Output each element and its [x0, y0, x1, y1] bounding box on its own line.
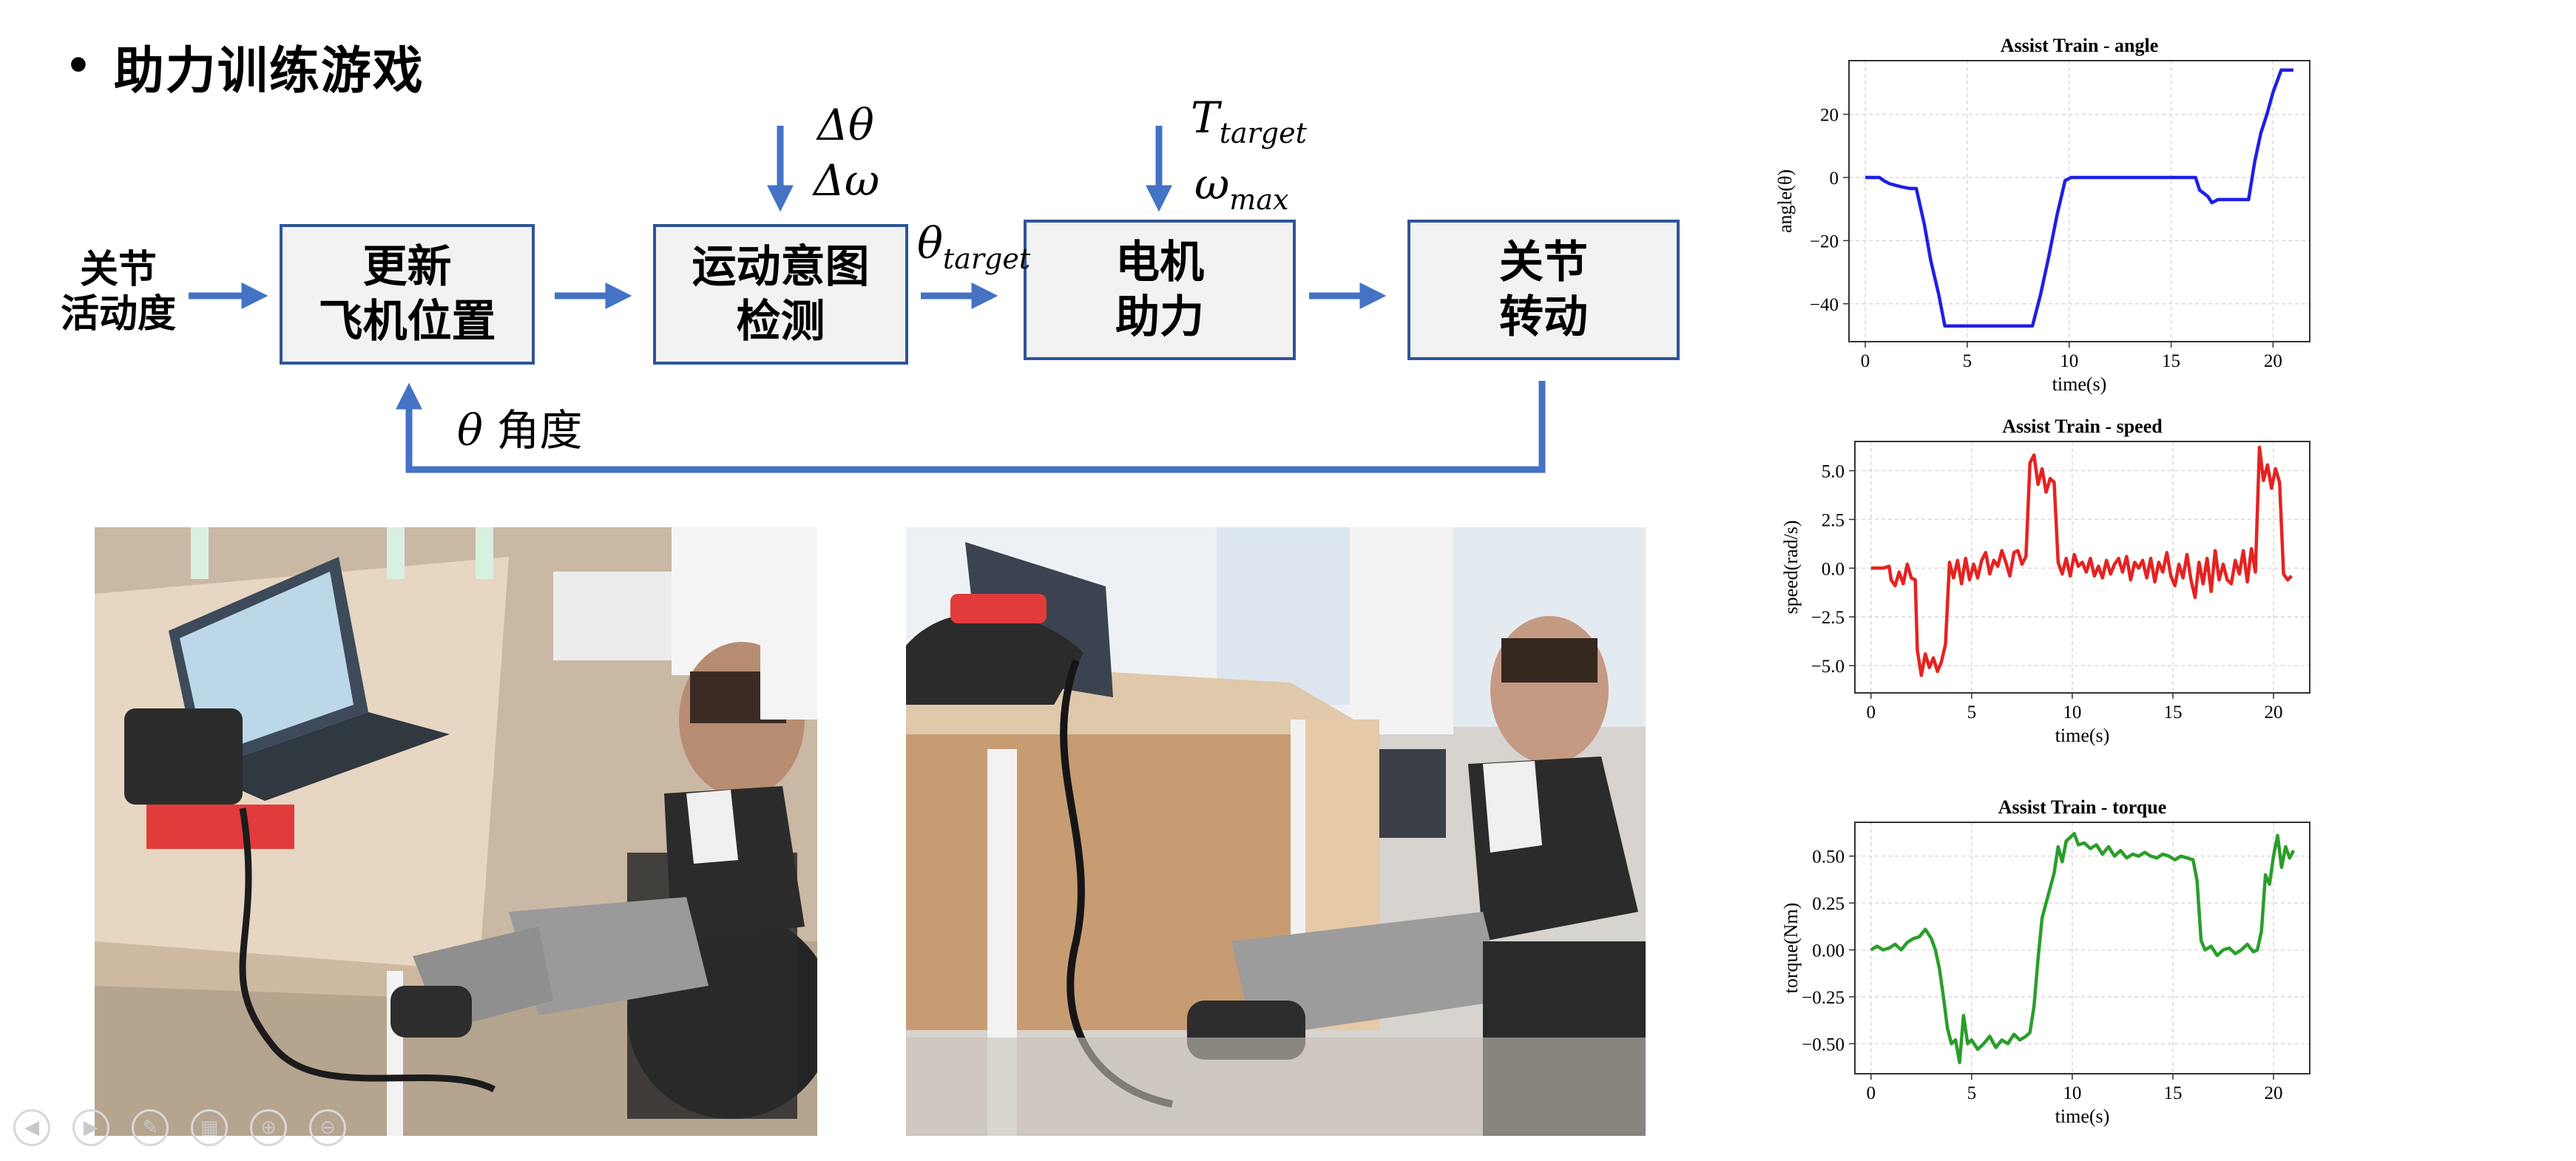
x-axis-label: time(s) — [2055, 1106, 2110, 1127]
slide-title-row: • 助力训练游戏 — [65, 30, 425, 103]
x-tick-label: 15 — [2163, 703, 2182, 722]
y-tick-label: 5.0 — [1822, 462, 1845, 482]
y-tick-label: −0.25 — [1802, 988, 1845, 1008]
t-target-label: Ttarget — [1191, 92, 1307, 149]
photo-right — [906, 527, 1646, 1136]
feedback-line — [396, 381, 1546, 473]
grid-view-icon[interactable]: ▦ — [191, 1109, 228, 1146]
box-update-plane: 更新 飞机位置 — [280, 224, 535, 365]
plot-frame — [1854, 822, 2310, 1074]
x-tick-label: 15 — [2162, 351, 2180, 371]
delta-omega-label: Δω — [814, 155, 880, 206]
delta-theta-label: Δθ — [817, 100, 874, 150]
y-tick-label: −40 — [1810, 295, 1839, 315]
angle-chart: Assist Train - angle 0 5 10 15 20 −40 −20 0 20 tim… — [1775, 35, 2310, 395]
zoom-in-icon[interactable]: ⊕ — [250, 1109, 287, 1146]
chart-title: Assist Train - torque — [1998, 796, 2167, 818]
x-tick-label: 20 — [2264, 351, 2282, 371]
zoom-out-icon[interactable]: ⊖ — [309, 1109, 346, 1146]
y-tick-label: −5.0 — [1811, 657, 1845, 677]
y-tick-label: −20 — [1810, 231, 1839, 251]
y-axis-label: torque(Nm) — [1780, 903, 1802, 994]
y-tick-label: 0.25 — [1812, 894, 1845, 914]
y-tick-label: −2.5 — [1811, 608, 1845, 628]
x-axis-label: time(s) — [2052, 373, 2107, 395]
next-slide-icon[interactable]: ▶ — [72, 1109, 109, 1146]
x-tick-label: 15 — [2163, 1083, 2182, 1103]
omega-max-label: ωmax — [1194, 159, 1289, 216]
x-tick-label: 20 — [2265, 1083, 2283, 1103]
x-tick-label: 10 — [2063, 1083, 2081, 1103]
x-tick-label: 5 — [1963, 351, 1972, 371]
torque-chart: Assist Train - torque 0 5 10 15 20 −0.50 −0.25 0… — [1780, 796, 2310, 1127]
child-training-photo-icon — [906, 527, 1646, 1136]
flow-diagram-arrows — [189, 126, 1546, 473]
y-tick-label: 0.50 — [1812, 847, 1845, 867]
x-tick-label: 5 — [1967, 703, 1977, 722]
x-tick-label: 10 — [2063, 703, 2081, 722]
box-joint-rotate: 关节 转动 — [1407, 220, 1680, 360]
y-tick-label: 0.00 — [1812, 941, 1845, 961]
title-bullet: • — [65, 42, 92, 90]
x-axis-label: time(s) — [2055, 725, 2110, 746]
box-motor-assist: 电机 助力 — [1024, 220, 1296, 360]
y-axis-label: speed(rad/s) — [1780, 520, 1802, 614]
speed-chart: Assist Train - speed 0 5 10 15 20 −5.0 −2.5 0.0 2… — [1780, 416, 2310, 746]
x-tick-label: 0 — [1861, 351, 1870, 371]
plot-frame — [1854, 441, 2310, 694]
slide-title: 助力训练游戏 — [113, 42, 425, 101]
box-intent-detect: 运动意图 检测 — [653, 224, 908, 365]
series-line — [1870, 831, 2296, 1065]
series-line — [1870, 445, 2293, 677]
slide-controls: ◀ ▶ ✎ ▦ ⊕ ⊖ — [13, 1109, 346, 1146]
prev-slide-icon[interactable]: ◀ — [13, 1109, 50, 1146]
x-tick-label: 10 — [2060, 351, 2078, 371]
y-tick-label: 0.0 — [1822, 559, 1845, 579]
y-tick-label: −0.50 — [1802, 1035, 1845, 1055]
child-training-photo-icon — [95, 527, 817, 1136]
feedback-label: θ 角度 — [457, 405, 583, 456]
y-axis-label: angle(θ) — [1775, 169, 1796, 233]
input-label: 关节 活动度 — [60, 248, 176, 336]
y-tick-label: 20 — [1820, 106, 1839, 126]
y-tick-label: 0 — [1830, 169, 1839, 189]
x-tick-label: 5 — [1967, 1083, 1977, 1103]
plot-frame — [1848, 60, 2310, 342]
y-tick-label: 2.5 — [1822, 510, 1845, 530]
chart-title: Assist Train - angle — [2001, 35, 2159, 56]
x-tick-label: 0 — [1867, 703, 1876, 722]
pen-icon[interactable]: ✎ — [132, 1109, 169, 1146]
x-tick-label: 20 — [2265, 703, 2283, 722]
chart-title: Assist Train - speed — [2002, 416, 2163, 437]
x-tick-label: 0 — [1867, 1083, 1876, 1103]
photo-left — [95, 527, 817, 1136]
series-line — [1865, 68, 2293, 328]
theta-target-label: θtarget — [917, 218, 1031, 275]
